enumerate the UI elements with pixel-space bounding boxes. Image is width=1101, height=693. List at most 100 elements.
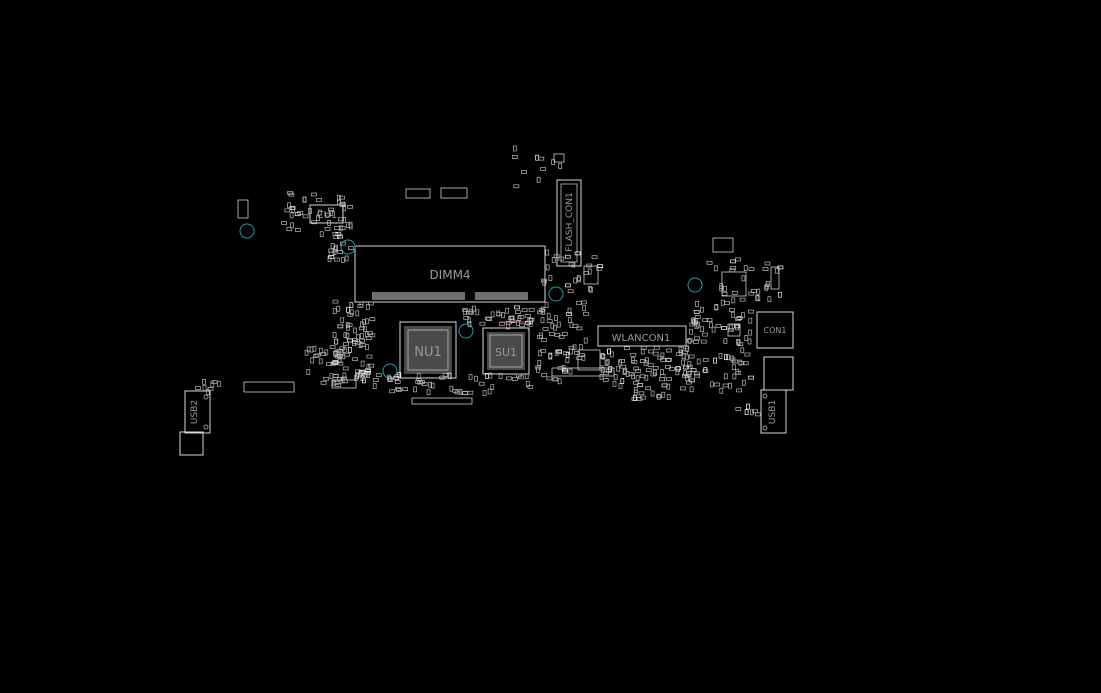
smd-pad xyxy=(345,332,350,339)
smd-pad xyxy=(286,227,293,231)
con1-lower-housing xyxy=(763,356,794,391)
smd-pad xyxy=(537,359,542,366)
smd-pad xyxy=(729,268,736,273)
smd-pad xyxy=(487,388,492,395)
smd-pad xyxy=(741,275,746,282)
con1-connector[interactable]: CON1 xyxy=(756,311,794,349)
smd-pad xyxy=(748,317,753,324)
smd-pad xyxy=(475,309,480,316)
su1-label: SU1 xyxy=(495,346,517,359)
smd-pad xyxy=(731,291,738,295)
smd-pad xyxy=(747,338,752,345)
flash-con1-connector[interactable]: FLASH_CON1 xyxy=(556,179,582,267)
smd-pad xyxy=(364,331,369,338)
smd-pad xyxy=(340,317,345,324)
smd-pad xyxy=(744,335,749,341)
smd-pad xyxy=(767,296,772,303)
smd-pad xyxy=(568,262,575,266)
cu1-chip[interactable]: CU1 xyxy=(309,204,344,224)
smd-pad xyxy=(373,378,379,382)
smd-pad xyxy=(540,167,546,171)
smd-pad xyxy=(736,339,740,345)
smd-pad xyxy=(724,354,728,360)
smd-pad xyxy=(714,304,719,311)
smd-pad xyxy=(557,378,562,385)
smd-pad xyxy=(571,261,576,268)
dimm4-socket[interactable]: DIMM4 xyxy=(354,245,546,303)
dimm4-label: DIMM4 xyxy=(429,268,470,282)
smd-pad xyxy=(356,333,360,340)
smd-pad xyxy=(554,349,559,356)
smd-pad xyxy=(343,332,348,338)
smd-pad xyxy=(339,226,346,230)
smd-pad xyxy=(656,393,661,400)
smd-pad xyxy=(648,349,654,354)
smd-pad xyxy=(619,359,625,363)
smd-pad xyxy=(546,376,553,381)
su1-chip-bga[interactable]: SU1 xyxy=(482,327,530,375)
smd-pad xyxy=(581,354,586,361)
smd-pad xyxy=(714,382,721,387)
smd-pad xyxy=(472,305,476,312)
smd-pad xyxy=(741,312,745,319)
usb2-port[interactable]: USB2 xyxy=(184,390,211,434)
smd-pad xyxy=(368,301,374,306)
smd-pad xyxy=(468,374,473,380)
smd-pad xyxy=(556,321,561,328)
smd-pad xyxy=(362,372,369,377)
smd-pad xyxy=(538,308,545,312)
smd-pad xyxy=(284,208,291,213)
smd-pad xyxy=(359,326,365,331)
smd-pad xyxy=(703,367,708,373)
smd-pad xyxy=(369,333,376,338)
smd-pad xyxy=(565,283,571,288)
smd-pad xyxy=(567,289,574,294)
smd-pad xyxy=(488,372,493,379)
nu1-cpu-bga[interactable]: NU1 xyxy=(399,321,457,379)
smd-pad xyxy=(752,409,758,414)
smd-pad xyxy=(558,256,565,261)
smd-pad xyxy=(353,375,358,382)
smd-pad xyxy=(496,312,503,317)
smd-pad xyxy=(620,378,625,384)
smd-pad xyxy=(656,394,662,399)
mount-hole xyxy=(687,277,703,293)
smd-pad xyxy=(679,349,684,356)
smd-pad xyxy=(676,352,683,356)
flash-con1-label: FLASH_CON1 xyxy=(565,192,575,251)
wlancon1-connector[interactable]: WLANCON1 xyxy=(597,325,687,347)
smd-pad xyxy=(581,300,587,305)
smd-pad xyxy=(628,371,635,376)
smd-pad xyxy=(353,327,357,334)
smd-pad xyxy=(645,386,652,391)
smd-pad xyxy=(512,377,518,381)
smd-pad xyxy=(548,275,553,281)
usb1-port[interactable]: USB1 xyxy=(760,389,787,434)
smd-pad xyxy=(339,195,345,200)
smd-pad xyxy=(542,327,549,331)
mount-hole xyxy=(548,286,564,302)
smd-pad xyxy=(521,170,527,174)
smd-pad xyxy=(396,388,402,392)
smd-pad xyxy=(652,366,659,370)
smd-pad xyxy=(735,368,740,375)
smd-pad xyxy=(426,389,431,396)
smd-pad xyxy=(665,365,671,369)
smd-pad xyxy=(578,344,583,351)
smd-pad xyxy=(702,332,708,337)
smd-pad xyxy=(337,377,343,381)
smd-pad xyxy=(689,378,695,383)
smd-pad xyxy=(324,349,329,356)
smd-pad xyxy=(332,308,337,315)
smd-pad xyxy=(633,387,638,393)
smd-pad xyxy=(352,357,359,362)
smd-pad xyxy=(661,391,666,398)
smd-pad xyxy=(347,204,353,209)
smd-pad xyxy=(511,155,518,159)
smd-pad xyxy=(310,357,315,364)
smd-pad xyxy=(719,387,724,394)
smd-pad xyxy=(342,372,347,379)
smd-pad xyxy=(588,285,592,292)
smd-pad xyxy=(387,374,391,381)
